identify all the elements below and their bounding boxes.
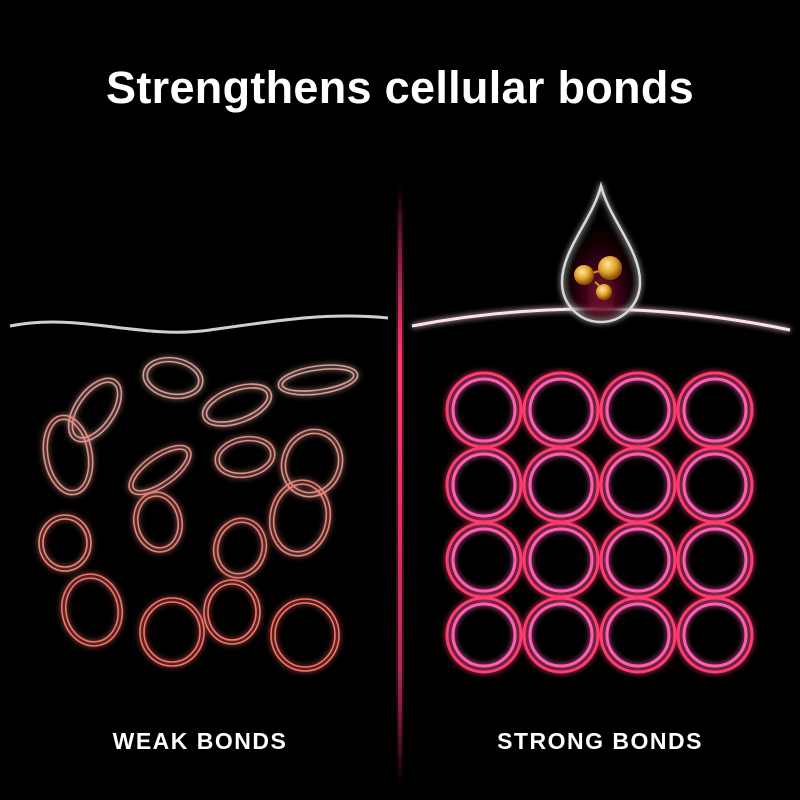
weak-cell <box>274 602 336 668</box>
weak-cell <box>284 432 340 494</box>
page-title: Strengthens cellular bonds <box>106 62 694 113</box>
strong-cell <box>605 377 671 443</box>
weak-cell <box>38 514 92 572</box>
weak-bonds-label: WEAK BONDS <box>112 728 288 754</box>
strong-cell <box>599 371 677 449</box>
strong-cell <box>682 452 748 518</box>
strong-bonds-label: STRONG BONDS <box>497 728 703 754</box>
divider-line <box>398 185 402 785</box>
weak-cell <box>268 479 332 557</box>
strong-cell <box>522 446 600 524</box>
weak-cell <box>201 383 273 427</box>
strong-cell <box>451 377 517 443</box>
strong-cell <box>528 377 594 443</box>
strong-cell <box>682 377 748 443</box>
weak-cells-group <box>38 356 359 672</box>
strong-cell <box>445 596 523 674</box>
weak-cell <box>146 360 200 396</box>
weak-cell <box>212 517 268 579</box>
weak-cell <box>139 597 205 667</box>
weak-cell <box>64 577 120 643</box>
weak-cell <box>71 381 119 439</box>
weak-cell <box>218 439 272 475</box>
weak-cell <box>205 387 269 423</box>
weak-cell <box>143 601 201 663</box>
weak-cell <box>136 495 180 549</box>
weak-cell <box>46 418 90 492</box>
weak-cell <box>132 491 184 553</box>
weak-cell <box>277 364 359 396</box>
strong-cell <box>676 596 754 674</box>
strong-cell <box>682 602 748 668</box>
weak-cell <box>281 368 355 392</box>
weak-cell <box>280 428 344 498</box>
strong-cell <box>605 527 671 593</box>
weak-skin-surface <box>9 314 389 334</box>
molecule-icon <box>574 256 622 300</box>
strong-cell <box>528 602 594 668</box>
strong-cell <box>451 452 517 518</box>
weak-cell <box>272 483 328 553</box>
strong-cells-group <box>445 371 754 674</box>
strong-cell <box>522 596 600 674</box>
weak-cell <box>203 579 261 645</box>
weak-cell <box>216 521 264 575</box>
strong-cell <box>682 527 748 593</box>
weak-cell <box>128 444 192 496</box>
strong-cell <box>676 371 754 449</box>
strong-cell <box>522 371 600 449</box>
strong-cell <box>599 446 677 524</box>
weak-cell <box>270 598 340 672</box>
strong-cell <box>528 452 594 518</box>
weak-cell <box>132 448 188 492</box>
strong-cell <box>445 521 523 599</box>
strong-cell <box>445 371 523 449</box>
strong-cell <box>605 602 671 668</box>
weak-cell <box>42 518 88 568</box>
weak-cell <box>142 356 204 400</box>
droplet-icon <box>560 181 642 324</box>
strong-cell <box>605 452 671 518</box>
weak-cell <box>207 583 257 641</box>
weak-cell <box>42 414 94 496</box>
strong-cell <box>528 527 594 593</box>
strong-cell <box>451 527 517 593</box>
weak-cell <box>214 435 276 479</box>
strong-cell <box>445 446 523 524</box>
weak-cell <box>61 573 123 647</box>
strong-cell <box>599 521 677 599</box>
strong-cell <box>451 602 517 668</box>
strong-cell <box>599 596 677 674</box>
strong-cell <box>676 446 754 524</box>
strong-cell <box>522 521 600 599</box>
strong-cell <box>676 521 754 599</box>
weak-cell <box>67 377 123 443</box>
